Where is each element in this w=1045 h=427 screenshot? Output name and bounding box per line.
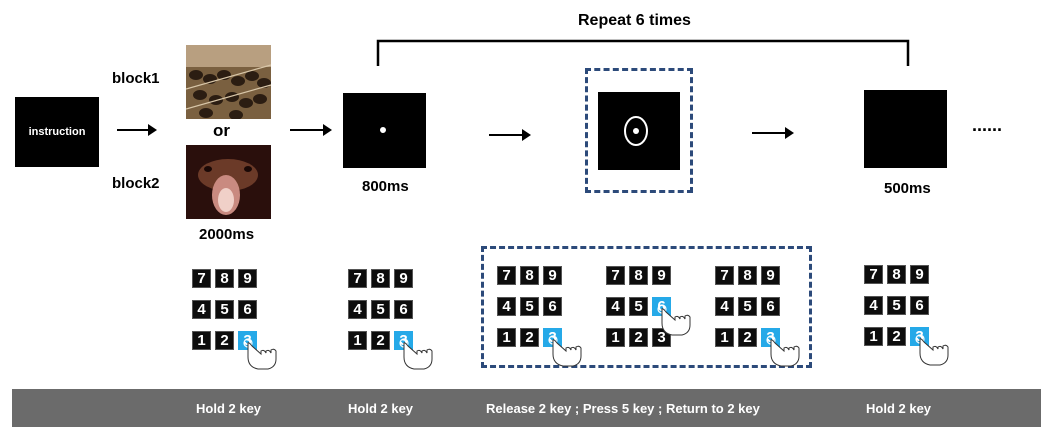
key-6: 6	[394, 300, 413, 319]
block1-label: block1	[112, 70, 160, 87]
fixation-dot	[380, 127, 386, 133]
arrow-1	[117, 124, 157, 136]
key-1: 1	[864, 327, 883, 346]
key-5: 5	[887, 296, 906, 315]
key-5: 5	[371, 300, 390, 319]
bar-label-hold-3: Hold 2 key	[866, 401, 932, 416]
key-9: 9	[652, 266, 671, 285]
key-6: 6	[761, 297, 780, 316]
key-1: 1	[348, 331, 367, 350]
key-8: 8	[629, 266, 648, 285]
key-1: 1	[606, 328, 625, 347]
target-screen	[598, 92, 680, 170]
key-6: 6	[238, 300, 257, 319]
block2-label: block2	[112, 175, 160, 192]
fixation-screen	[343, 93, 426, 168]
finger-press-icon	[548, 335, 582, 367]
key-8: 8	[215, 269, 234, 288]
finger-press-icon	[657, 304, 691, 336]
blank-screen	[864, 90, 947, 168]
finger-press-icon	[243, 338, 277, 370]
key-9: 9	[543, 266, 562, 285]
finger-press-icon	[399, 338, 433, 370]
snake-image	[186, 145, 271, 219]
key-7: 7	[606, 266, 625, 285]
key-7: 7	[497, 266, 516, 285]
arrow-4	[752, 127, 794, 139]
key-4: 4	[715, 297, 734, 316]
stimulus-duration: 2000ms	[199, 226, 255, 243]
blank-duration: 500ms	[884, 180, 931, 197]
repeat-label: Repeat 6 times	[578, 12, 691, 29]
key-6: 6	[543, 297, 562, 316]
key-1: 1	[192, 331, 211, 350]
key-9: 9	[910, 265, 929, 284]
key-1: 1	[715, 328, 734, 347]
abacus-image	[186, 45, 271, 119]
bar-label-hold-2: Hold 2 key	[348, 401, 414, 416]
key-8: 8	[738, 266, 757, 285]
instruction-screen: instruction	[15, 97, 99, 167]
bottom-bar: Hold 2 key Hold 2 key Release 2 key ; Pr…	[12, 389, 1041, 427]
fixation-duration: 800ms	[362, 178, 409, 195]
key-9: 9	[761, 266, 780, 285]
finger-press-icon	[915, 334, 949, 366]
key-1: 1	[497, 328, 516, 347]
bar-label-hold-1: Hold 2 key	[196, 401, 262, 416]
key-8: 8	[520, 266, 539, 285]
or-label: or	[213, 121, 230, 140]
key-6: 6	[910, 296, 929, 315]
arrow-2	[290, 124, 332, 136]
key-7: 7	[715, 266, 734, 285]
target-dashed-box	[585, 68, 693, 193]
key-9: 9	[238, 269, 257, 288]
key-5: 5	[629, 297, 648, 316]
key-4: 4	[864, 296, 883, 315]
key-8: 8	[371, 269, 390, 288]
key-9: 9	[394, 269, 413, 288]
key-4: 4	[606, 297, 625, 316]
key-4: 4	[348, 300, 367, 319]
key-8: 8	[887, 265, 906, 284]
key-2: 2	[520, 328, 539, 347]
key-4: 4	[192, 300, 211, 319]
target-circle	[624, 116, 648, 146]
key-2: 2	[371, 331, 390, 350]
key-2: 2	[215, 331, 234, 350]
keypad-dashed-box	[481, 246, 812, 368]
key-3: 3	[238, 331, 257, 350]
key-5: 5	[520, 297, 539, 316]
key-2: 2	[887, 327, 906, 346]
key-7: 7	[192, 269, 211, 288]
key-4: 4	[497, 297, 516, 316]
key-2: 2	[738, 328, 757, 347]
key-5: 5	[215, 300, 234, 319]
instruction-label: instruction	[28, 126, 86, 138]
repeat-bracket	[376, 39, 910, 66]
arrow-3	[489, 129, 531, 141]
key-7: 7	[348, 269, 367, 288]
continuation-ellipsis: ......	[972, 115, 1003, 135]
key-5: 5	[738, 297, 757, 316]
key-2: 2	[629, 328, 648, 347]
bar-label-release: Release 2 key ; Press 5 key ; Return to …	[486, 401, 760, 416]
finger-press-icon	[766, 335, 800, 367]
key-7: 7	[864, 265, 883, 284]
